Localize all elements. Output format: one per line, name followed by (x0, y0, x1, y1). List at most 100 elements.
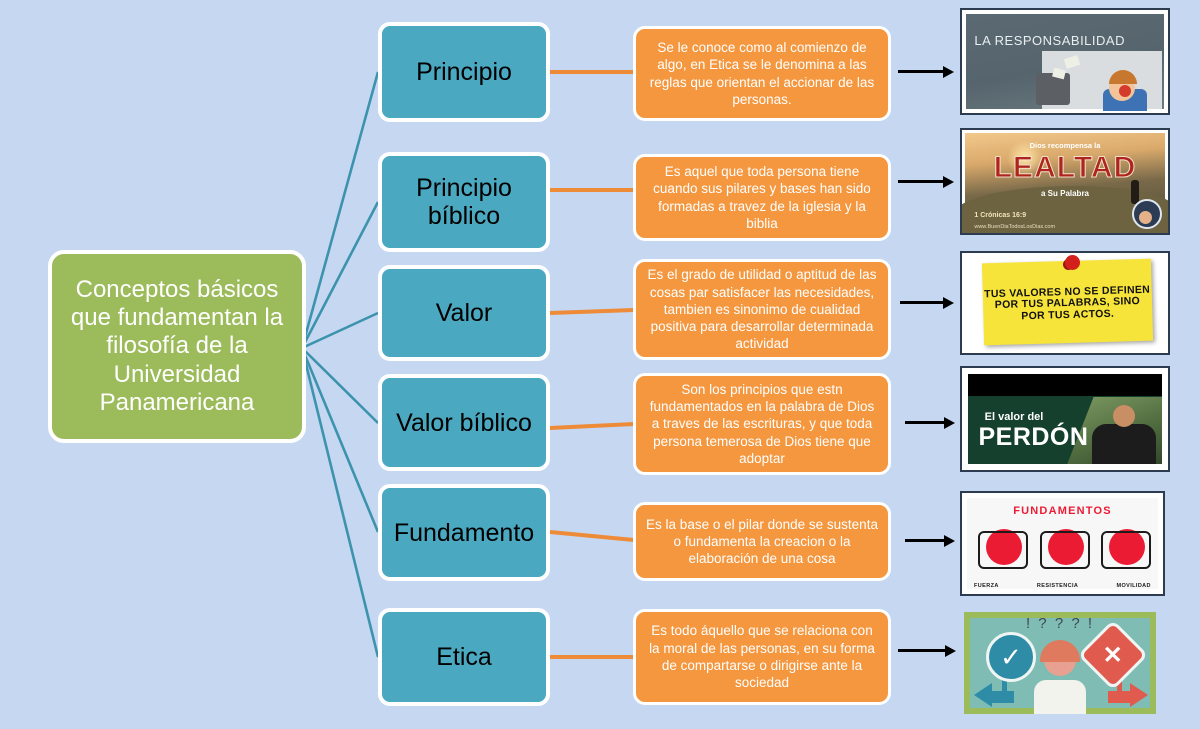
icon-dot (1047, 528, 1084, 565)
arrow-shaft (898, 180, 943, 183)
image-caption-top: Dios recompensa la (1029, 141, 1101, 151)
image-content: El valor del PERDÓN (962, 368, 1168, 470)
image-caption-bottom: a Su Palabra (1040, 188, 1090, 198)
arrow-shaft (898, 70, 943, 73)
arrow-to-image-principio (898, 66, 954, 78)
connector-root-to-fundamento (300, 347, 380, 533)
right-arrow-shaft (1108, 690, 1130, 703)
definition-text: Es aquel que toda persona tiene cuando s… (653, 163, 871, 231)
arrow-to-image-valor (900, 297, 954, 309)
arrow-to-image-fundamento (905, 535, 955, 547)
icon-label-fuerza: FUERZA (974, 582, 999, 589)
connector-root-to-valor (301, 311, 379, 350)
definition-box-valor-biblico: Son los principios que estn fundamentado… (633, 373, 891, 475)
concept-label: Valor bíblico (396, 408, 532, 437)
concept-label: Etica (436, 643, 492, 671)
resistencia-icon (1039, 527, 1090, 569)
cartoon-mouth (1118, 84, 1131, 97)
arrow-shaft (905, 539, 944, 542)
image-caption: LA RESPONSABILIDAD (974, 32, 1125, 48)
image-caption: LEALTAD (993, 150, 1137, 184)
connector-root-to-etica (300, 347, 380, 658)
arrow-to-image-principio-biblico (898, 176, 954, 188)
link-valor-definition (549, 308, 635, 315)
bible-reference: 1 Crónicas 16:9 (974, 211, 1027, 219)
link-fundamento-definition (549, 530, 635, 542)
definition-box-fundamento: Es la base o el pilar donde se sustenta … (633, 502, 891, 581)
image-fundamentos[interactable]: FUNDAMENTOS FUERZA RESISTENCIA MOVI (960, 491, 1165, 596)
arrow-shaft (900, 301, 943, 304)
definition-box-etica: Es todo áquello que se relaciona con la … (633, 609, 891, 705)
source-url: www.BuenDiaTodosLosDias.com (974, 223, 1056, 230)
arrow-to-image-valor-biblico (905, 417, 955, 429)
concept-label: Principio bíblico (416, 174, 512, 230)
icon-label-movilidad: MOVILIDAD (1116, 582, 1151, 589)
definition-box-principio-biblico: Es aquel que toda persona tiene cuando s… (633, 154, 891, 241)
image-etica-decision[interactable]: ! ? ? ? ! ✓ ✕ (960, 608, 1160, 718)
concept-label: Fundamento (393, 518, 535, 547)
movilidad-icon (1100, 527, 1151, 569)
arrow-shaft (898, 649, 945, 652)
arrow-to-image-etica (898, 645, 956, 657)
arrow-head (943, 176, 954, 188)
image-caption: TUS VALORES NO SE DEFINEN POR TUS PALABR… (983, 283, 1150, 322)
image-content: FUNDAMENTOS FUERZA RESISTENCIA MOVI (962, 493, 1163, 594)
left-arrow-shaft (992, 690, 1014, 703)
concept-node-fundamento[interactable]: Fundamento (378, 484, 550, 581)
arrow-head (943, 66, 954, 78)
image-la-responsabilidad[interactable]: LA RESPONSABILIDAD (960, 8, 1170, 115)
concept-label: Principio (416, 58, 512, 86)
image-lealtad[interactable]: Dios recompensa la LEALTAD a Su Palabra … (960, 128, 1170, 235)
concept-node-principio[interactable]: Principio (378, 22, 550, 122)
silhouette-figure (1131, 180, 1140, 205)
arrow-head (944, 535, 955, 547)
sun-glow (1007, 140, 1044, 177)
definition-box-principio: Se le conoce como al comienzo de algo, e… (633, 26, 891, 121)
icon-glyph (978, 530, 1029, 569)
cross-glyph: ✕ (1102, 641, 1124, 669)
connector-root-to-principio-biblico (300, 201, 380, 349)
icon-label-resistencia: RESISTENCIA (1036, 582, 1079, 589)
briefcase-icon (1036, 72, 1071, 105)
definition-text: Es el grado de utilidad o aptitud de las… (647, 267, 877, 352)
image-caption-top: El valor del (984, 410, 1044, 423)
person-hair (1040, 639, 1080, 662)
concept-label: Valor (435, 299, 493, 327)
root-node-label: Conceptos básicos que fundamentan la fil… (70, 276, 284, 416)
connector-root-to-principio (300, 71, 380, 349)
image-content: Dios recompensa la LEALTAD a Su Palabra … (962, 130, 1168, 233)
pushpin-icon (1065, 255, 1080, 270)
person-body (1034, 679, 1086, 714)
definition-text: Son los principios que estn fundamentado… (649, 381, 875, 466)
concept-node-valor-biblico[interactable]: Valor bíblico (378, 374, 550, 471)
check-icon: ✓ (986, 632, 1036, 683)
concept-node-principio-biblico[interactable]: Principio bíblico (378, 152, 550, 252)
icon-row (978, 525, 1151, 569)
image-content: LA RESPONSABILIDAD (962, 10, 1168, 113)
image-caption: PERDÓN (978, 423, 1089, 452)
root-node: Conceptos básicos que fundamentan la fil… (48, 250, 306, 443)
definition-text: Es la base o el pilar donde se sustenta … (646, 516, 878, 567)
fuerza-icon (978, 527, 1029, 569)
black-bar (968, 374, 1162, 397)
icon-labels: FUERZA RESISTENCIA MOVILIDAD (974, 583, 1151, 589)
icon-dot (986, 528, 1023, 565)
link-valor-biblico-definition (549, 422, 635, 430)
arrow-head (944, 417, 955, 429)
right-arrow-head (1130, 683, 1148, 707)
icon-glyph (1039, 530, 1090, 569)
image-tus-valores[interactable]: TUS VALORES NO SE DEFINEN POR TUS PALABR… (960, 251, 1170, 355)
concept-node-valor[interactable]: Valor (378, 265, 550, 361)
avatar-face (1138, 210, 1152, 224)
image-content: TUS VALORES NO SE DEFINEN POR TUS PALABR… (962, 253, 1168, 353)
image-caption: FUNDAMENTOS (1013, 505, 1112, 518)
arrow-head (943, 297, 954, 309)
image-el-valor-del-perdon[interactable]: El valor del PERDÓN (960, 366, 1170, 472)
question-marks: ! ? ? ? ! (1025, 614, 1095, 632)
definition-text: Es todo áquello que se relaciona con la … (649, 623, 875, 691)
image-content: ! ? ? ? ! ✓ ✕ (960, 608, 1160, 718)
concept-node-etica[interactable]: Etica (378, 608, 550, 706)
person-body (1091, 424, 1156, 464)
definition-box-valor: Es el grado de utilidad o aptitud de las… (633, 259, 891, 360)
